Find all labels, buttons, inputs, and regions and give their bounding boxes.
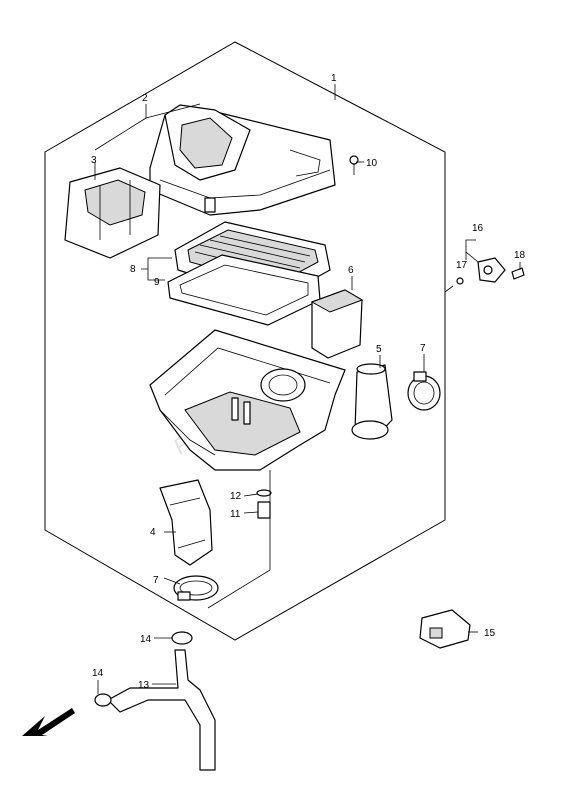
drain-label[interactable] bbox=[310, 289, 364, 359]
screw-10[interactable] bbox=[349, 155, 359, 175]
intake-funnel[interactable] bbox=[351, 363, 393, 440]
o-ring[interactable] bbox=[456, 277, 464, 285]
label-part-13: 13 bbox=[138, 680, 150, 691]
label-part-18: 18 bbox=[514, 250, 526, 261]
label-part-3: 3 bbox=[91, 155, 97, 166]
label-part-2: 2 bbox=[142, 93, 148, 104]
hose-clamp-lower[interactable] bbox=[173, 575, 219, 601]
air-cleaner-cover[interactable] bbox=[149, 104, 336, 216]
label-part-14-lower: 14 bbox=[92, 668, 104, 679]
label-part-1: 1 bbox=[331, 73, 337, 84]
label-part-7-lower: 7 bbox=[153, 575, 159, 586]
drain-hose[interactable] bbox=[107, 649, 216, 771]
intake-duct[interactable] bbox=[64, 167, 161, 259]
label-part-10: 10 bbox=[366, 158, 378, 169]
intake-sensor[interactable] bbox=[477, 257, 506, 283]
hose-clamp-upper[interactable] bbox=[407, 371, 441, 411]
label-part-7-upper: 7 bbox=[420, 343, 426, 354]
label-part-16: 16 bbox=[472, 223, 484, 234]
label-part-12: 12 bbox=[230, 491, 242, 502]
label-part-9: 9 bbox=[154, 277, 160, 288]
hose-clip-upper[interactable] bbox=[171, 631, 193, 645]
front-direction-arrow bbox=[22, 708, 75, 736]
air-cleaner-case[interactable] bbox=[149, 329, 346, 471]
label-part-14-upper: 14 bbox=[140, 634, 152, 645]
hose-clip-lower[interactable] bbox=[94, 693, 112, 707]
label-part-4: 4 bbox=[150, 527, 156, 538]
label-part-17: 17 bbox=[456, 260, 468, 271]
screw-18[interactable] bbox=[511, 267, 525, 280]
label-part-15: 15 bbox=[484, 628, 496, 639]
label-part-5: 5 bbox=[376, 344, 382, 355]
label-part-11: 11 bbox=[230, 509, 241, 520]
label-part-6: 6 bbox=[348, 265, 354, 276]
assembly-frame bbox=[44, 41, 446, 641]
connector[interactable] bbox=[419, 609, 471, 649]
outlet-tube[interactable] bbox=[159, 479, 213, 566]
label-part-8: 8 bbox=[130, 264, 136, 275]
drain-plug[interactable] bbox=[256, 489, 272, 519]
leader-lines bbox=[94, 84, 521, 694]
